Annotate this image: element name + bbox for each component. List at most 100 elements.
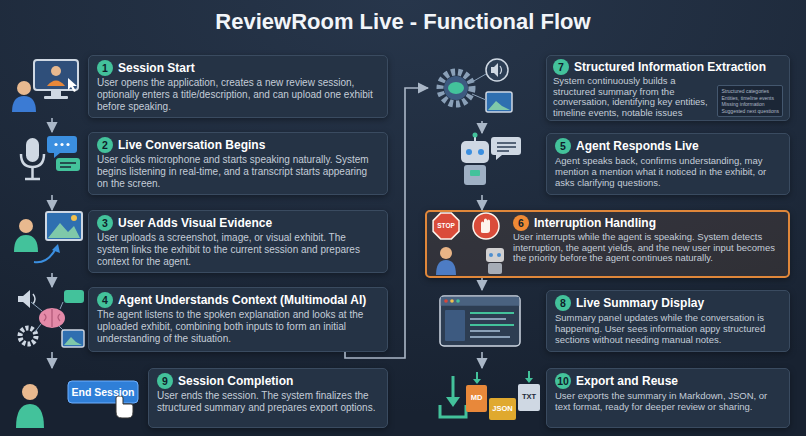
export-files-icon-part [446, 397, 460, 407]
export-files-icon-part [473, 379, 481, 384]
microphone-chat-icon [21, 136, 80, 179]
extraction-icon-part [472, 74, 486, 100]
step-number: 10 [555, 373, 571, 389]
export-files-icon-part [525, 378, 533, 383]
user-upload-icon-part [19, 219, 33, 233]
flow-arrow [481, 278, 483, 290]
multimodal-ai-icon-part [39, 308, 65, 328]
end-session-icon [16, 381, 138, 428]
step-card: 9 Session CompletionUser ends the session… [148, 368, 388, 428]
step-heading: Interruption Handling [534, 216, 656, 230]
step-box: 4 Agent Understands Context (Multimodal A… [12, 287, 388, 352]
step-card: 8Live Summary DisplaySummary panel updat… [546, 290, 790, 352]
user-computer-icon-part [17, 81, 31, 95]
step-box: 9 Session CompletionUser ends the session… [12, 368, 388, 428]
step-card: 1 Session StartUser opens the application… [88, 55, 388, 118]
user-upload-icon-part [52, 244, 60, 253]
user-upload-icon-part [14, 235, 38, 252]
highlighted-step-box: 6Interruption HandlingUser interrupts wh… [425, 210, 790, 278]
flow-arrow [51, 118, 53, 132]
multimodal-ai-icon-part [18, 290, 30, 308]
step-number: 9 [157, 373, 173, 389]
summary-panel-icon-part [444, 299, 448, 303]
multimodal-ai-icon-part [64, 337, 82, 345]
flow-arrow [345, 88, 428, 358]
step-header: 2Live Conversation Begins [97, 137, 379, 153]
robot-agent-icon-part [497, 142, 516, 144]
user-upload-icon [14, 212, 82, 262]
file-type-label: JSON [489, 404, 516, 414]
step-box: 10Export and ReuseUser exports the summa… [428, 368, 790, 428]
summary-panel-icon-part [470, 336, 510, 338]
step-card: 2Live Conversation BeginsUser clicks mic… [88, 132, 388, 195]
step-header: 4 Agent Understands Context (Multimodal A… [97, 292, 379, 308]
step-number: 5 [555, 138, 571, 154]
multimodal-ai-icon-part [25, 333, 31, 339]
step-number: 8 [555, 295, 571, 311]
step-box: 8Live Summary DisplaySummary panel updat… [428, 290, 790, 352]
file-type-label: MD [466, 393, 487, 403]
step-number: 1 [97, 60, 113, 76]
extraction-icon-part [500, 66, 502, 74]
extraction-icon-part [488, 101, 510, 110]
step-heading: Session Start [118, 61, 195, 75]
button-label: End Session [68, 381, 138, 403]
step-box: 3 User Adds Visual EvidenceUser uploads a… [12, 210, 388, 273]
step-heading: Session Completion [178, 374, 293, 388]
robot-agent-icon-part [473, 133, 478, 138]
extraction-icon-part [491, 63, 498, 77]
step-header: 9 Session Completion [157, 373, 379, 389]
robot-agent-icon-part [497, 146, 516, 148]
user-computer-icon-part [51, 90, 61, 96]
extraction-icon [440, 59, 512, 112]
microphone-chat-icon-part [56, 158, 80, 171]
summary-panel-icon-part [456, 299, 460, 303]
multimodal-ai-icon-part [62, 330, 84, 347]
step-number: 2 [97, 137, 113, 153]
step-box: Structured categoriesEntities, timeline … [428, 55, 790, 121]
diagram-title: ReviewRoom Live - Functional Flow [0, 9, 806, 35]
user-computer-icon [12, 60, 78, 112]
export-files-icon-part [518, 384, 540, 411]
robot-agent-icon-part [470, 170, 480, 176]
summary-panel-icon-part [441, 297, 520, 306]
robot-agent-icon-part [464, 165, 486, 185]
microphone-chat-icon-part [54, 143, 57, 146]
step-heading: Export and Reuse [576, 374, 678, 388]
step-description: User uploads a screenshot, image, or vis… [97, 232, 379, 268]
step-description: User clicks microphone and starts speaki… [97, 154, 379, 190]
summary-panel-icon-part [445, 310, 465, 341]
flow-arrow [51, 195, 53, 210]
panel-line: Structured categories [721, 88, 779, 95]
panel-line: Entities, timeline events [721, 95, 779, 102]
step-heading: Agent Responds Live [576, 139, 699, 153]
end-session-icon-part [68, 381, 138, 403]
user-computer-icon-part [44, 96, 68, 99]
step-number: 6 [513, 215, 529, 231]
panel-line: Suggested next questions [721, 108, 779, 115]
extraction-icon-part [486, 59, 508, 81]
user-upload-icon-part [48, 223, 80, 238]
step-description: The agent listens to the spoken explanat… [97, 309, 379, 345]
user-computer-icon-part [68, 78, 77, 92]
multimodal-ai-icon-part [33, 294, 35, 304]
step-heading: Structured Information Extraction [574, 60, 766, 74]
step-description: User ends the session. The system finali… [157, 390, 379, 414]
step-number: 4 [97, 292, 113, 308]
export-files-icon-part [466, 385, 487, 412]
robot-agent-icon-part [478, 149, 484, 155]
step-description: User opens the application, creates a ne… [97, 77, 379, 113]
step-heading: User Adds Visual Evidence [118, 216, 272, 230]
summary-panel-icon [440, 296, 520, 346]
multimodal-ai-icon-part [64, 290, 84, 303]
microphone-chat-icon-part [21, 154, 44, 167]
microphone-chat-icon-part [31, 167, 34, 178]
microphone-chat-icon-part [47, 136, 77, 158]
step-number: 3 [97, 215, 113, 231]
step-heading: Agent Understands Context (Multimodal AI… [118, 293, 366, 307]
end-session-icon-part [16, 404, 44, 428]
step-description: Summary panel updates while the conversa… [555, 312, 781, 345]
